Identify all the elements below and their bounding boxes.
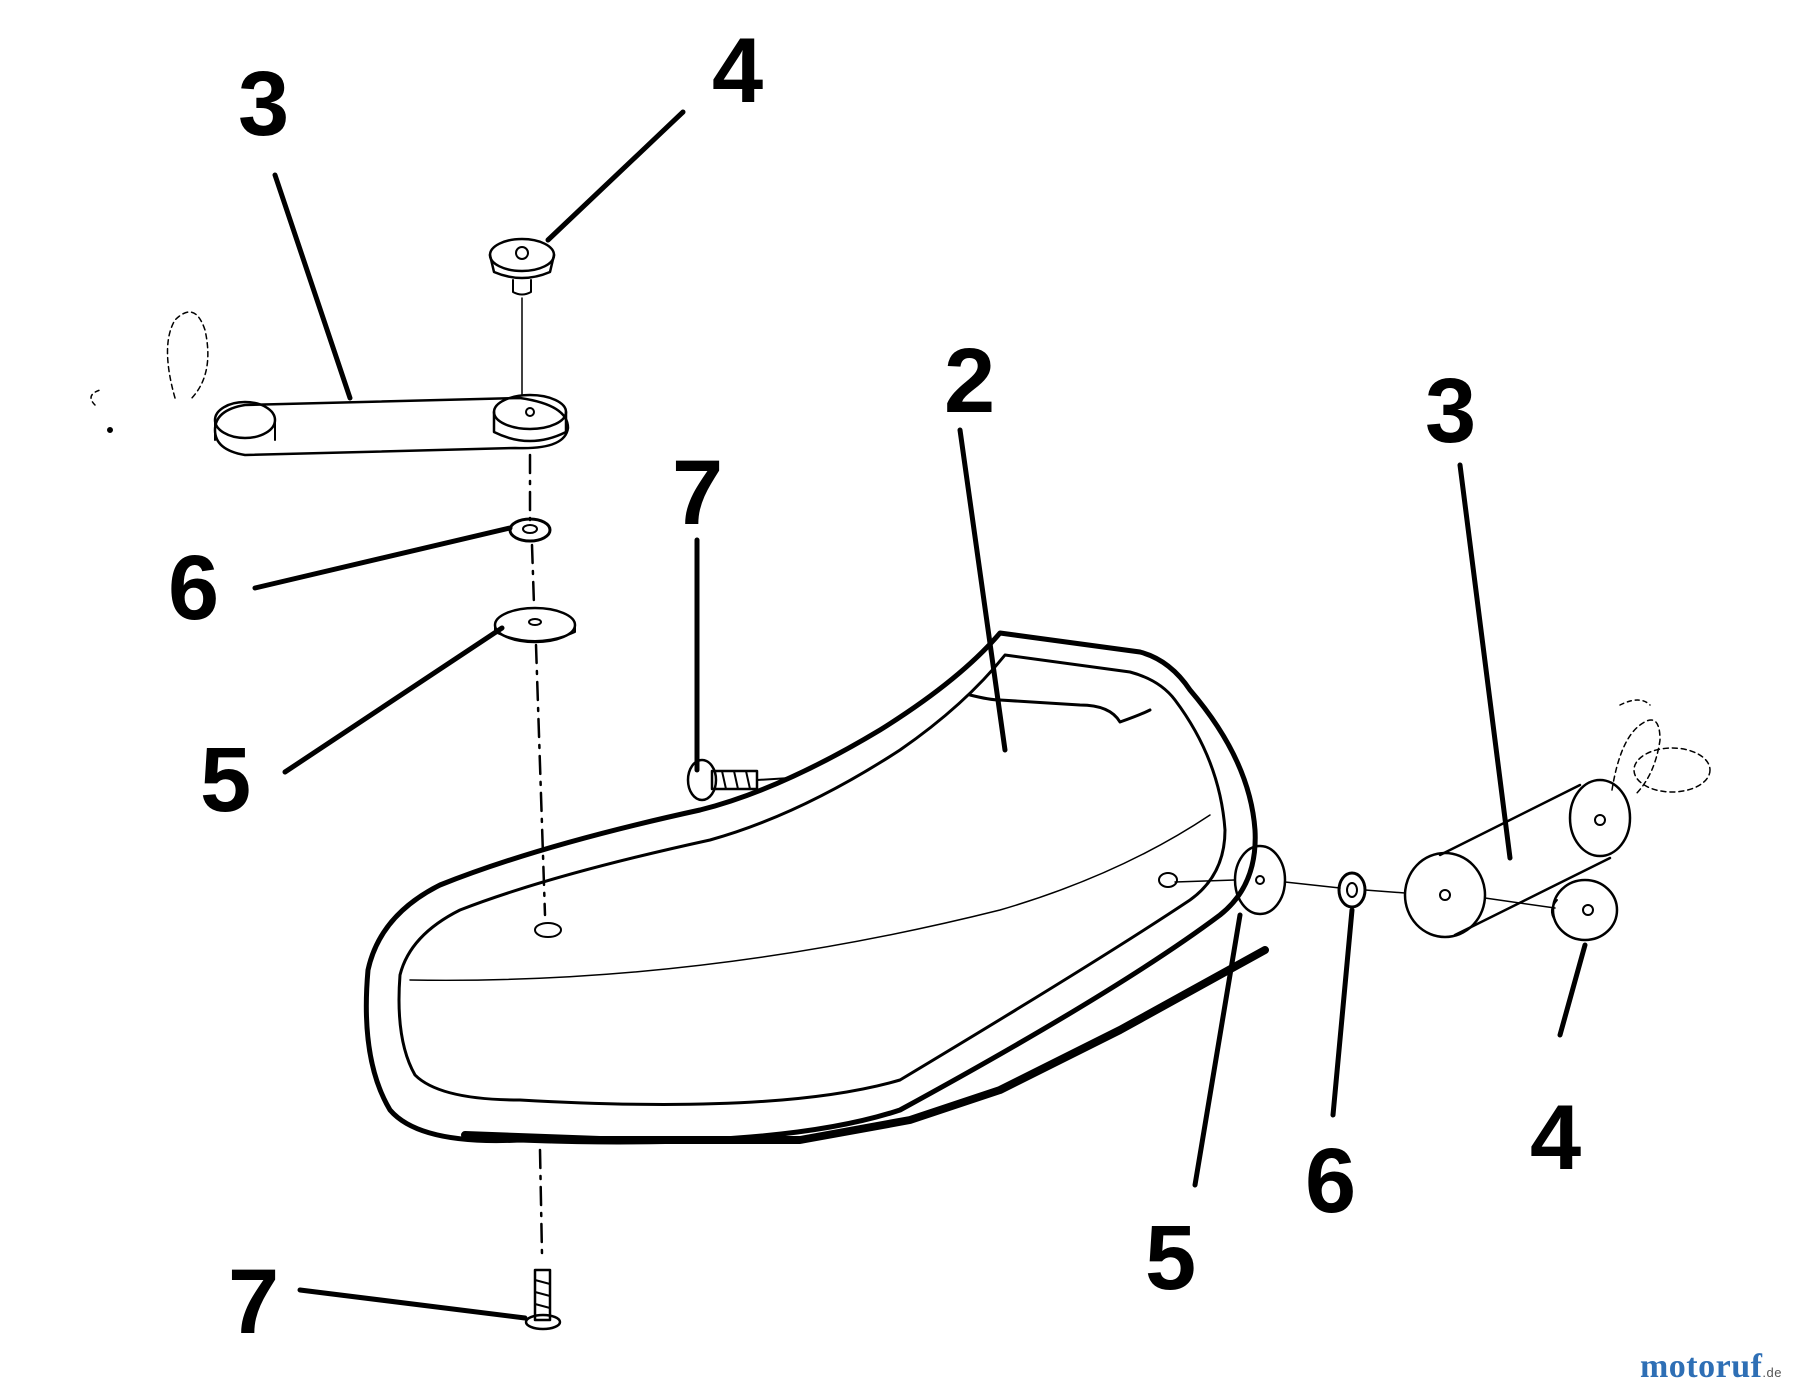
left-knob <box>488 237 556 296</box>
belt-guard-cover <box>363 630 1269 1145</box>
callout-part-4-right: 4 <box>1530 1087 1582 1189</box>
callout-part-3-left: 3 <box>238 53 290 155</box>
left-axis-center <box>528 453 547 917</box>
callout-part-7-bottom: 7 <box>228 1251 280 1353</box>
left-nut <box>508 517 552 543</box>
watermark-tld: .de <box>1762 1365 1782 1380</box>
right-nut <box>1337 871 1367 909</box>
watermark-brand: motoruf <box>1639 1348 1763 1385</box>
callout-part-6-left: 6 <box>168 537 220 639</box>
callout-part-7-top: 7 <box>672 442 724 544</box>
callout-part-5-right: 5 <box>1145 1207 1197 1309</box>
callout-part-2: 2 <box>944 330 996 432</box>
callout-part-6-right: 6 <box>1305 1130 1357 1232</box>
right-knob <box>1551 878 1619 942</box>
callout-part-3-right: 3 <box>1425 360 1477 462</box>
left-washer <box>493 606 577 644</box>
leader-lines <box>252 109 1588 1321</box>
right-washer <box>1233 844 1287 916</box>
right-idler-arm <box>1403 699 1711 939</box>
callout-part-4-left: 4 <box>712 20 764 122</box>
left-axis-bottom <box>538 1148 544 1257</box>
bottom-screw <box>524 1268 562 1331</box>
watermark-logo: motoruf.de <box>1640 1348 1782 1386</box>
left-idler-arm <box>90 311 570 457</box>
top-screw <box>686 758 791 802</box>
right-axis <box>1174 879 1556 909</box>
callout-part-5-left: 5 <box>200 729 252 831</box>
